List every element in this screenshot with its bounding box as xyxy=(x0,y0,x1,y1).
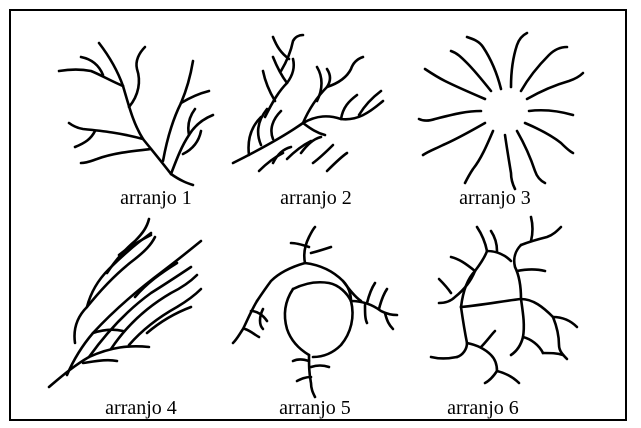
caption-arranjo-6: arranjo 6 xyxy=(447,397,519,419)
pattern-5-annular xyxy=(231,225,399,399)
pattern-4-parallel xyxy=(47,217,203,389)
pattern-6-rectangular xyxy=(429,215,579,385)
caption-arranjo-5: arranjo 5 xyxy=(279,397,351,419)
pattern-1-dendritic xyxy=(57,41,215,187)
pattern-2-trellis xyxy=(231,33,385,173)
caption-arranjo-2: arranjo 2 xyxy=(280,187,352,209)
drainage-patterns-figure: arranjo 1 arranjo 2 arranjo 3 arranjo 4 … xyxy=(9,9,627,421)
pattern-3-radial xyxy=(417,31,585,191)
caption-arranjo-1: arranjo 1 xyxy=(120,187,192,209)
drainage-patterns-drawing xyxy=(47,31,585,399)
caption-arranjo-3: arranjo 3 xyxy=(459,187,531,209)
caption-arranjo-4: arranjo 4 xyxy=(105,397,177,419)
